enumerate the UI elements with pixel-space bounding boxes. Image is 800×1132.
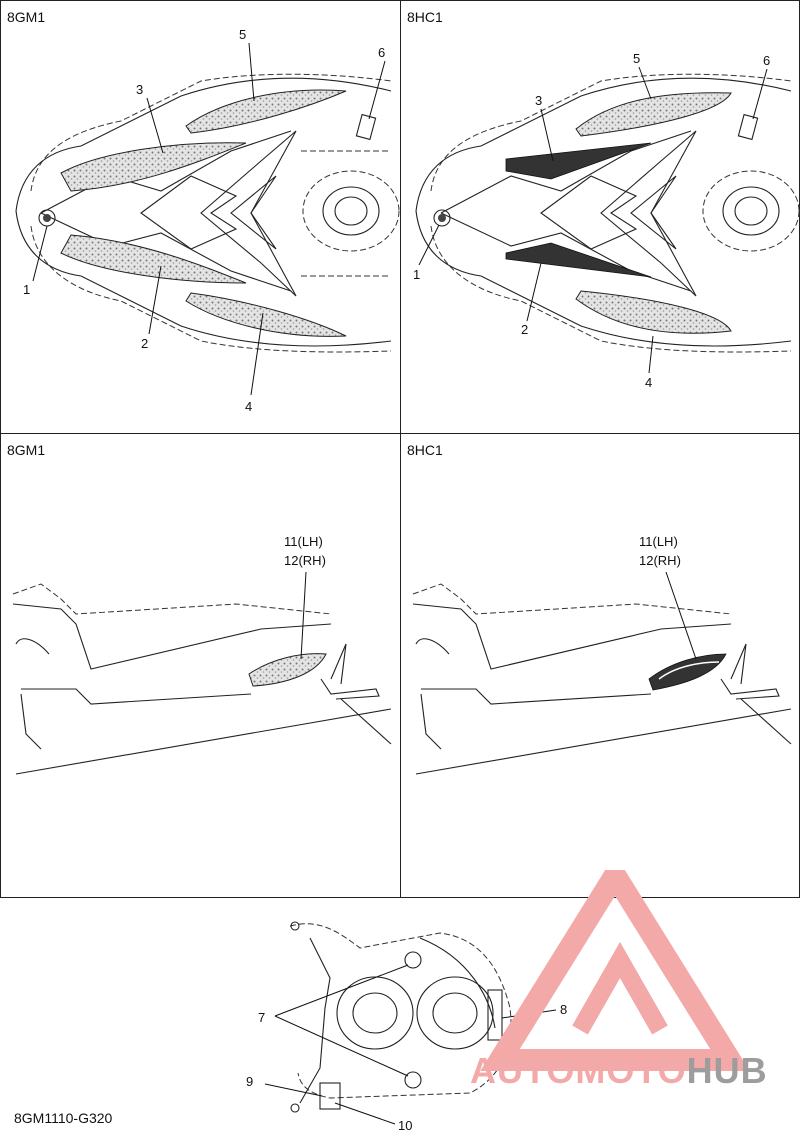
wordmark-part-a: AUTOMOTO [470,1050,687,1091]
callout-4: 4 [245,399,252,414]
callout-5: 5 [239,27,246,42]
callout-9: 9 [246,1074,253,1089]
callout-11-lh: 11(LH) [284,534,323,549]
callout-5: 5 [633,51,640,66]
callout-3: 3 [535,93,542,108]
panel-8hc1-side: 8HC1 11(LH) 12(RH) [400,433,800,898]
panel-8gm1-side: 8GM1 11(LH) 12(RH) [0,433,401,898]
callout-3: 3 [136,82,143,97]
callout-10: 10 [398,1118,412,1132]
callout-12-rh: 12(RH) [639,553,681,568]
callout-1: 1 [23,282,30,297]
rear-view-drawing: 7 8 9 10 [246,921,567,1132]
top-view-drawing-8gm1: 1 2 3 4 5 6 [15,27,400,414]
callout-12-rh: 12(RH) [284,553,326,568]
callout-4: 4 [645,375,652,390]
panel-label: 8GM1 [7,442,46,458]
callout-11-lh: 11(LH) [639,534,678,549]
automotohub-logo [480,870,750,1071]
panel-label: 8GM1 [7,9,46,25]
callout-1: 1 [413,267,420,282]
callout-6: 6 [763,53,770,68]
side-view-drawing-8gm1: 11(LH) 12(RH) [12,534,392,775]
panel-label: 8HC1 [407,9,443,25]
wordmark-part-b: HUB [686,1050,768,1091]
drawing-code: 8GM1110-G320 [14,1110,113,1126]
panel-8gm1-top: 8GM1 [0,0,401,434]
callout-2: 2 [521,322,528,337]
callout-7: 7 [258,1010,265,1025]
callout-8: 8 [560,1002,567,1017]
panel-label: 8HC1 [407,442,443,458]
automotohub-wordmark: AUTOMOTOHUB [470,1050,768,1092]
panel-8hc1-top: 8HC1 1 2 3 4 5 6 [400,0,800,434]
top-view-drawing-8hc1: 1 2 3 4 5 6 [413,51,800,390]
side-view-drawing-8hc1: 11(LH) 12(RH) [412,534,792,775]
callout-6: 6 [378,45,385,60]
callout-2: 2 [141,336,148,351]
